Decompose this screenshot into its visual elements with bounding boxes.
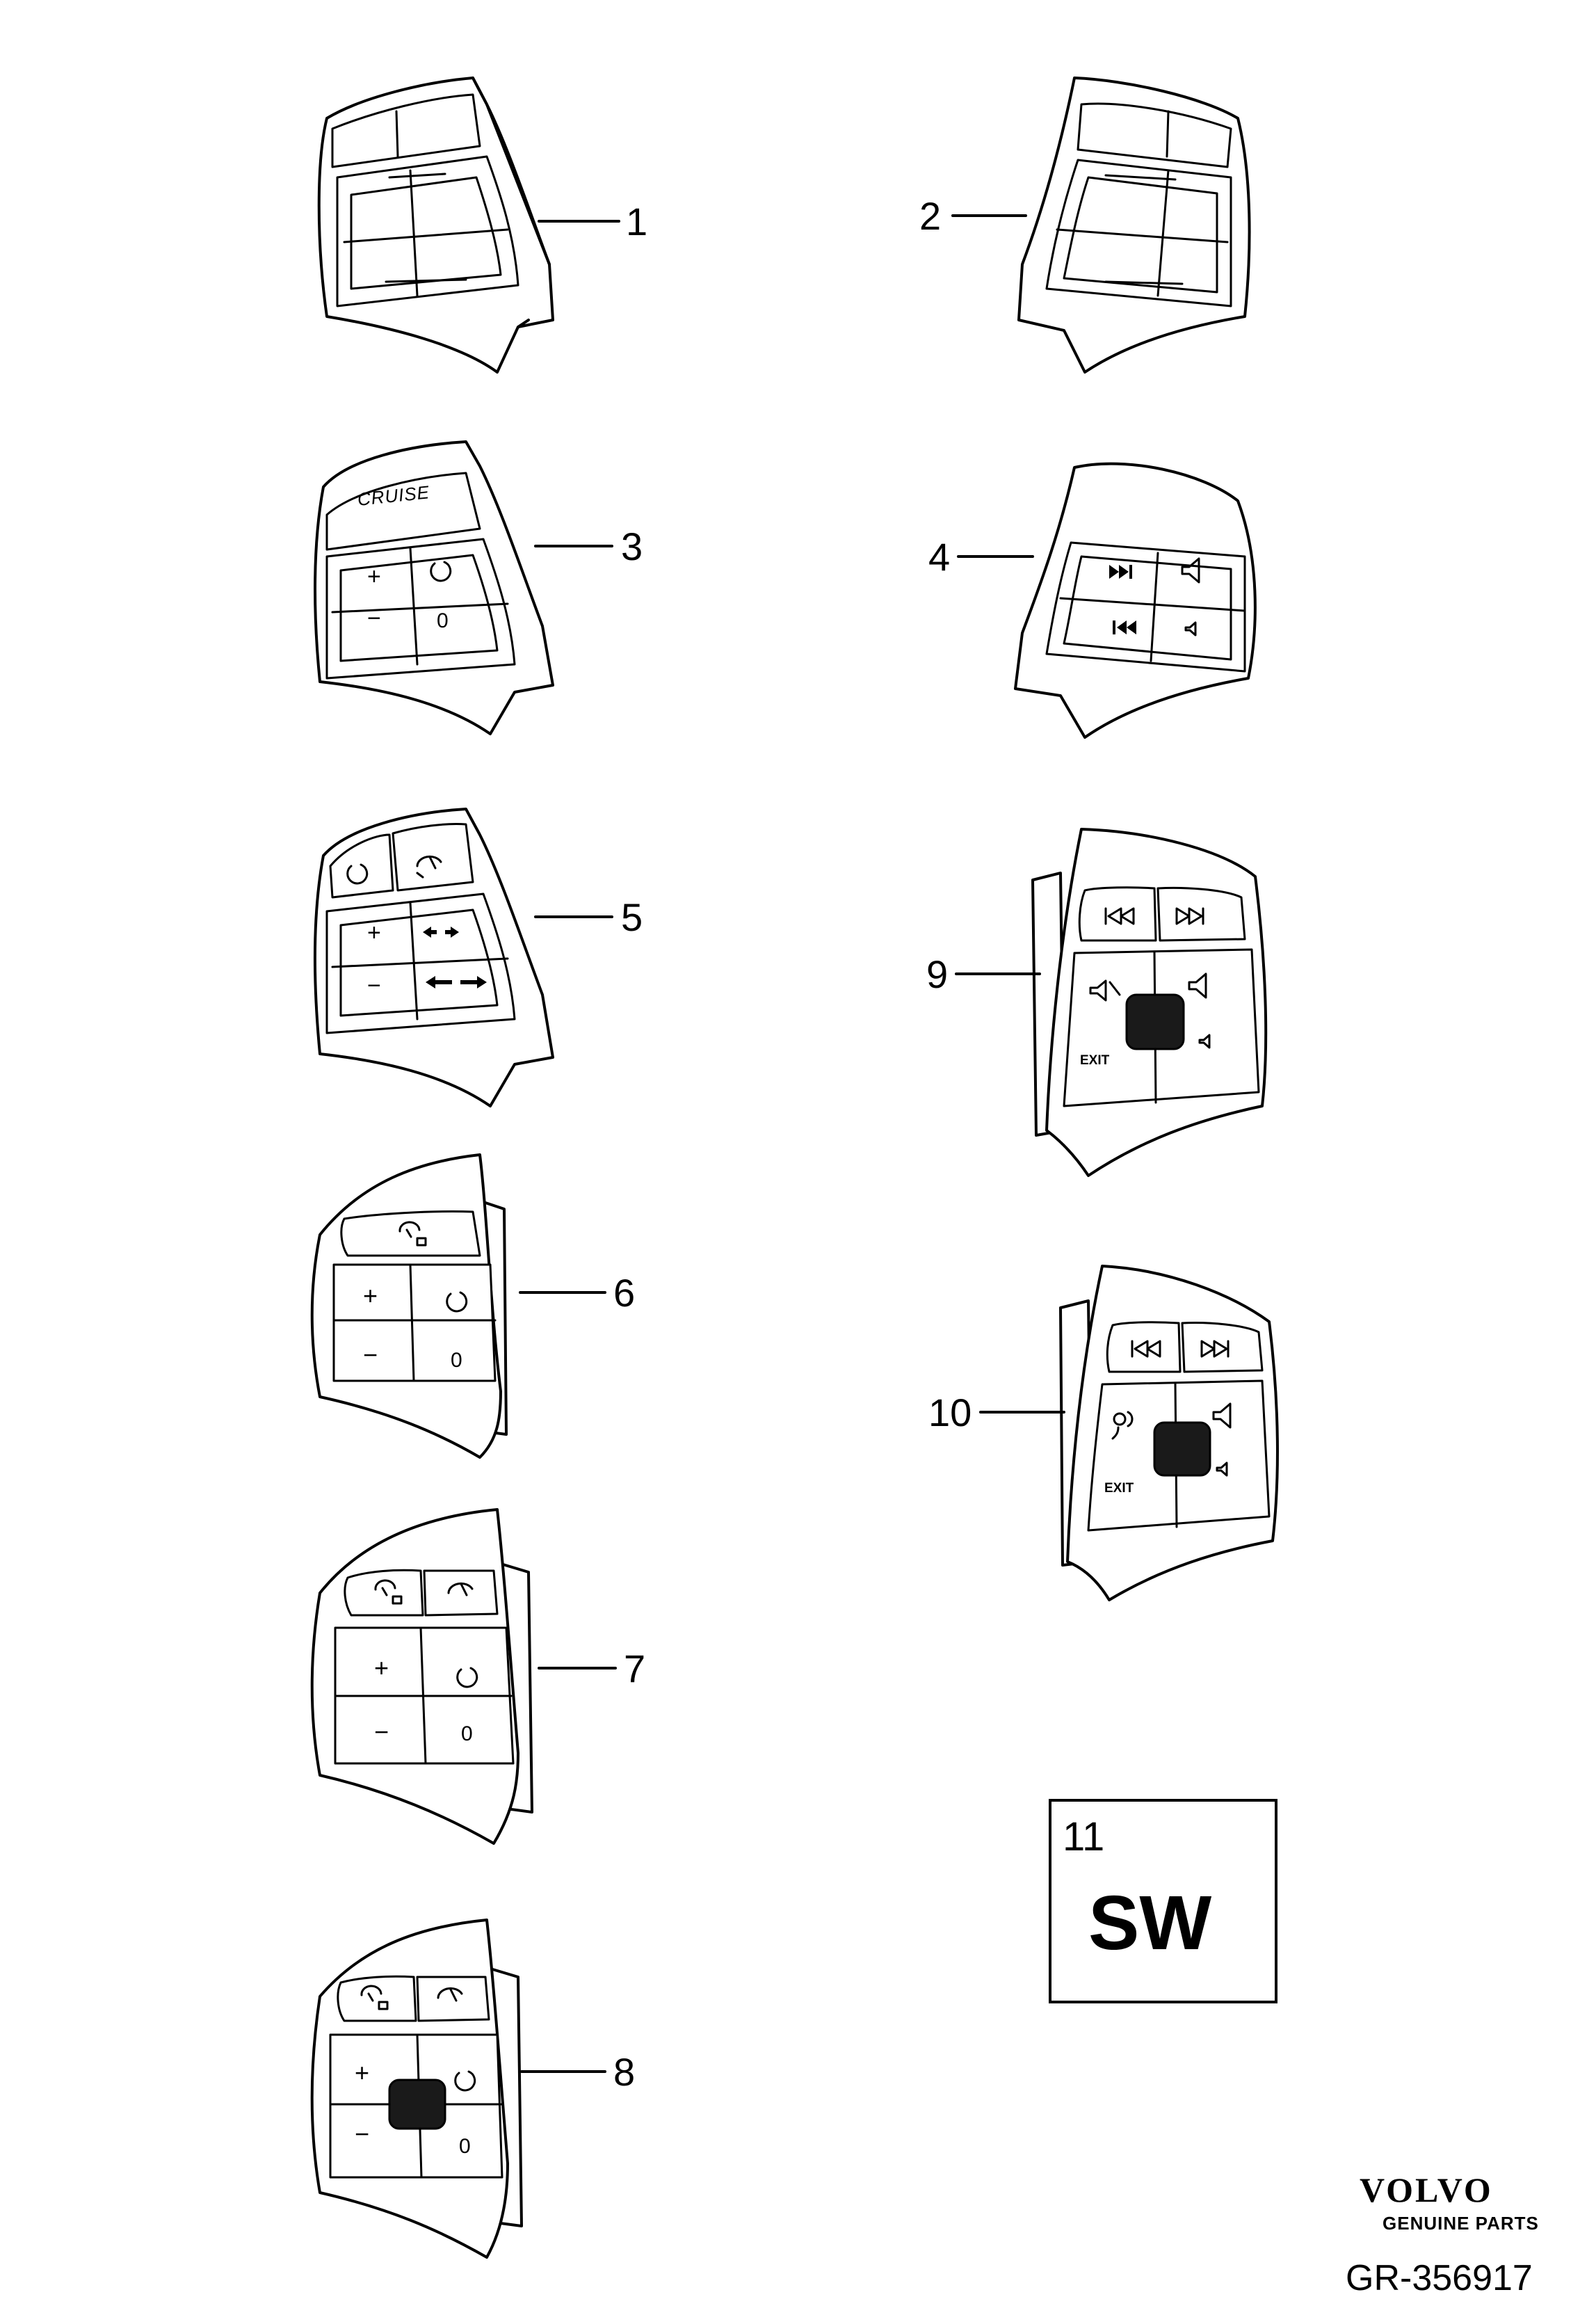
callout-5: 5: [621, 895, 643, 939]
volume-up-icon: [1181, 557, 1200, 584]
callout-1: 1: [626, 200, 647, 243]
wheel-zero-label: 0: [459, 2135, 471, 2158]
resume-icon: [454, 2070, 476, 2092]
limiter-plus-label: +: [363, 1281, 378, 1310]
previous-track-icon: [1131, 1340, 1161, 1358]
cruise-plus-label: +: [367, 563, 381, 590]
adaptive-cruise-icon: [447, 1582, 474, 1596]
callout-7: 7: [624, 1647, 645, 1690]
box-text: SW: [1088, 1880, 1211, 1966]
limiter-acc-zero-label: 0: [461, 1722, 473, 1745]
part-1-left-switch-plain: 1: [317, 77, 647, 374]
part-6-speed-limiter-switch: + − 0 6: [310, 1153, 635, 1459]
speed-limiter-icon: [360, 1985, 389, 2010]
acc-minus-label: −: [367, 972, 381, 999]
cruise-zero-label: 0: [437, 609, 449, 632]
exit-label: EXIT: [1104, 1481, 1134, 1496]
speed-limiter-icon: [374, 1579, 403, 1605]
volume-down-icon: [1198, 1034, 1211, 1049]
exit-label: EXIT: [1080, 1053, 1110, 1068]
branding: VOLVO GENUINE PARTS GR-356917: [1346, 2170, 1539, 2298]
volume-up-icon: [1188, 972, 1207, 999]
callout-2: 2: [919, 194, 941, 238]
part-10-media-voice-wheel-switch: EXIT 10: [928, 1265, 1279, 1601]
resume-icon: [446, 1291, 468, 1313]
cruise-minus-label: −: [367, 605, 381, 632]
volume-up-icon: [1212, 1402, 1232, 1429]
thumbwheel-knob[interactable]: [1125, 993, 1185, 1050]
box-number: 11: [1063, 1814, 1104, 1859]
volume-down-icon: [1216, 1462, 1228, 1477]
part-2-right-switch-plain: 2: [919, 77, 1251, 374]
limiter-minus-label: −: [363, 1340, 378, 1369]
adaptive-cruise-icon: [437, 1987, 463, 2002]
voice-control-icon: [1111, 1411, 1134, 1440]
thumbwheel-knob[interactable]: [388, 2079, 446, 2130]
callout-3: 3: [621, 525, 643, 568]
resume-icon: [430, 561, 452, 582]
resume-icon: [456, 1667, 478, 1688]
part-3-cruise-switch: CRUISE + − 0 3: [314, 440, 643, 735]
thumbwheel-knob[interactable]: [1153, 1421, 1211, 1477]
adaptive-cruise-icon: [416, 855, 442, 879]
part-11-software-box: 11 SW: [1049, 1799, 1277, 2003]
gap-increase-icon: [426, 976, 487, 988]
callout-4: 4: [928, 535, 950, 579]
part-8-limiter-acc-wheel-switch: + − 0 8: [310, 1919, 635, 2259]
next-track-icon: [1175, 907, 1204, 925]
gap-decrease-icon: [423, 927, 459, 938]
next-track-icon: [1200, 1340, 1230, 1358]
resume-icon: [346, 863, 369, 885]
part-4-media-switch: 4: [928, 462, 1257, 739]
previous-track-icon: [1113, 620, 1136, 634]
wheel-plus-label: +: [355, 2058, 369, 2087]
callout-10: 10: [928, 1391, 972, 1434]
wheel-minus-label: −: [355, 2120, 369, 2148]
part-7-limiter-acc-switch: + − 0 7: [310, 1508, 645, 1845]
part-5-acc-switch: + − 5: [314, 808, 643, 1107]
mute-icon: [1089, 979, 1121, 1002]
next-track-icon: [1109, 565, 1132, 579]
callout-6: 6: [613, 1271, 635, 1315]
callout-8: 8: [613, 2050, 635, 2094]
callout-9: 9: [926, 952, 948, 996]
limiter-acc-plus-label: +: [374, 1654, 389, 1682]
limiter-zero-label: 0: [451, 1349, 462, 1372]
volume-down-icon: [1184, 621, 1197, 636]
reference-number: GR-356917: [1346, 2258, 1533, 2298]
volvo-logo-text: VOLVO: [1360, 2170, 1493, 2209]
previous-track-icon: [1104, 907, 1135, 925]
part-9-media-wheel-switch: EXIT 9: [926, 828, 1268, 1177]
genuine-parts-text: GENUINE PARTS: [1383, 2213, 1539, 2234]
speed-limiter-icon: [398, 1221, 427, 1247]
limiter-acc-minus-label: −: [374, 1718, 389, 1746]
acc-plus-label: +: [367, 920, 381, 946]
